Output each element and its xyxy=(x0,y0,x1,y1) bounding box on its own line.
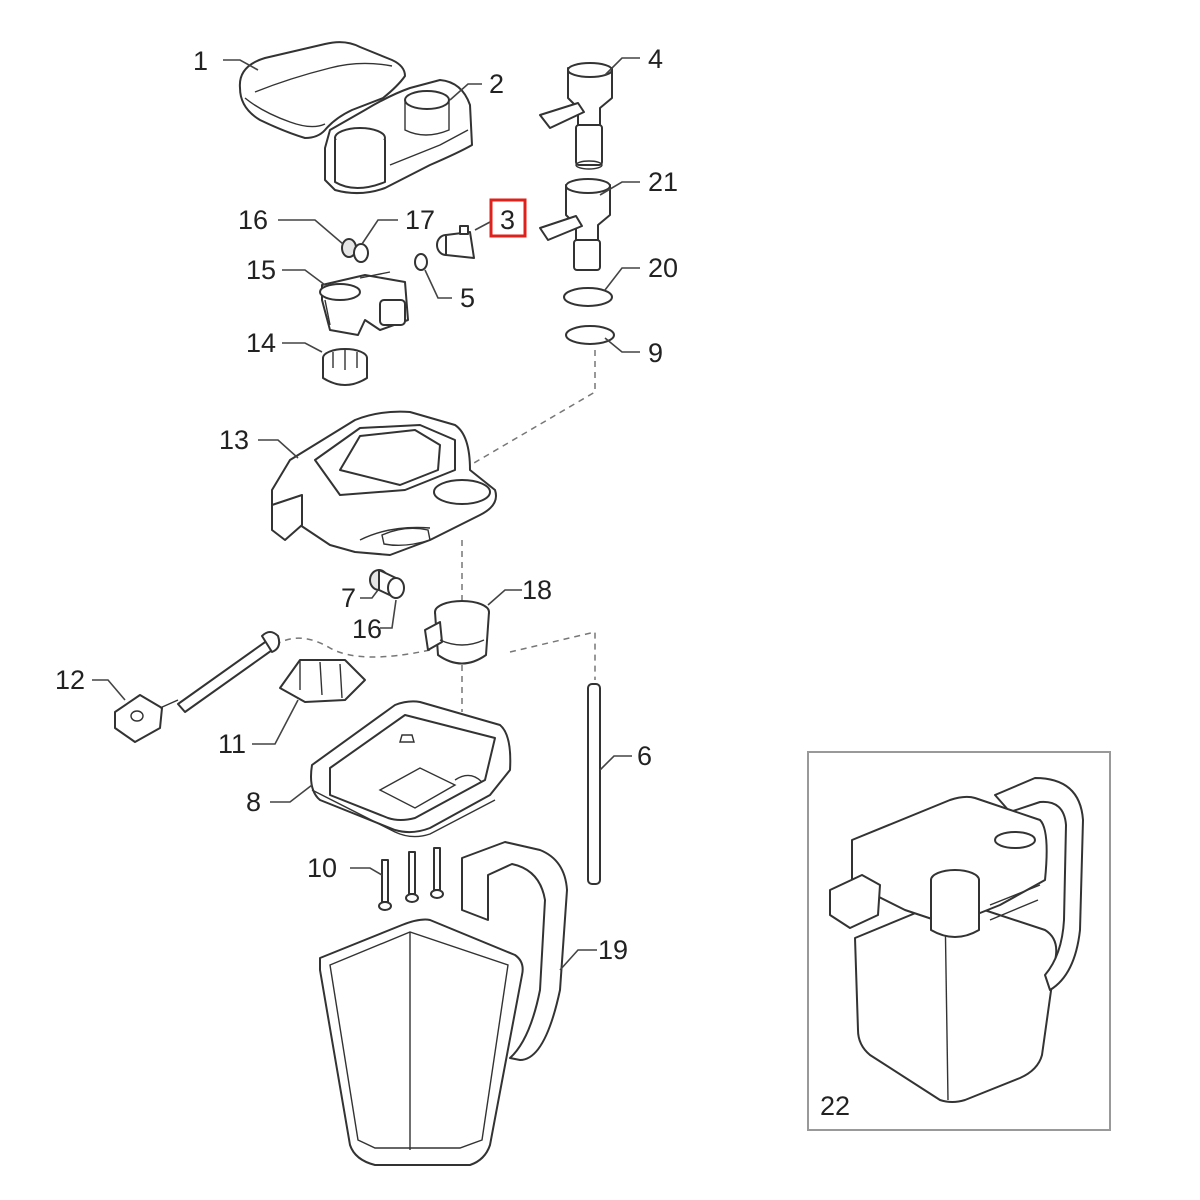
callout-4: 4 xyxy=(648,44,663,74)
part-8-base-plate xyxy=(310,700,512,838)
part-2-top-cover xyxy=(324,79,473,194)
callout-10: 10 xyxy=(307,853,337,883)
callout-3: 3 xyxy=(500,205,515,235)
part-1-lid xyxy=(238,41,406,139)
callout-13: 13 xyxy=(219,425,249,455)
part-10-screws xyxy=(378,847,444,911)
part-3-valve xyxy=(436,225,475,259)
part-21-coupling xyxy=(539,178,611,271)
part-18-connector xyxy=(424,600,490,665)
part-7-plug xyxy=(369,569,405,599)
part-6-tube xyxy=(587,683,601,885)
callout-12: 12 xyxy=(55,665,85,695)
callout-1: 1 xyxy=(193,46,208,76)
part-19-jug xyxy=(319,841,568,1166)
callout-16-upper: 16 xyxy=(238,205,268,235)
callout-labels: 1 2 3 4 5 6 7 8 9 10 11 12 13 14 15 16 1… xyxy=(55,44,850,1121)
part-16-17-seals xyxy=(341,238,369,263)
callout-15: 15 xyxy=(246,255,276,285)
part-15-valve-body xyxy=(319,271,409,336)
callout-5: 5 xyxy=(460,283,475,313)
callout-6: 6 xyxy=(637,741,652,771)
callout-20: 20 xyxy=(648,253,678,283)
callout-8: 8 xyxy=(246,787,261,817)
part-4-coupling xyxy=(539,62,613,170)
leader-lines xyxy=(92,57,640,971)
callout-22: 22 xyxy=(820,1091,850,1121)
callout-19: 19 xyxy=(598,935,628,965)
callout-3-highlight-box xyxy=(489,198,527,238)
part-5-o-ring xyxy=(414,253,428,271)
part-20-o-ring xyxy=(563,287,613,307)
part-14-filter-ring xyxy=(322,348,368,386)
part-22-assembled-jug xyxy=(829,777,1084,1103)
part-13-frame xyxy=(271,410,497,556)
callout-9: 9 xyxy=(648,338,663,368)
callout-11: 11 xyxy=(218,729,246,759)
callout-18: 18 xyxy=(522,575,552,605)
callout-21: 21 xyxy=(648,167,678,197)
callout-14: 14 xyxy=(246,328,276,358)
callout-17: 17 xyxy=(405,205,435,235)
part-9-o-ring xyxy=(565,325,615,345)
part-12-tube-connector xyxy=(114,631,281,743)
assembly-guide-lines xyxy=(274,350,596,712)
callout-2: 2 xyxy=(489,69,504,99)
callout-7: 7 xyxy=(341,583,356,613)
callout-16-lower: 16 xyxy=(352,614,382,644)
part-11-clip xyxy=(279,659,366,703)
